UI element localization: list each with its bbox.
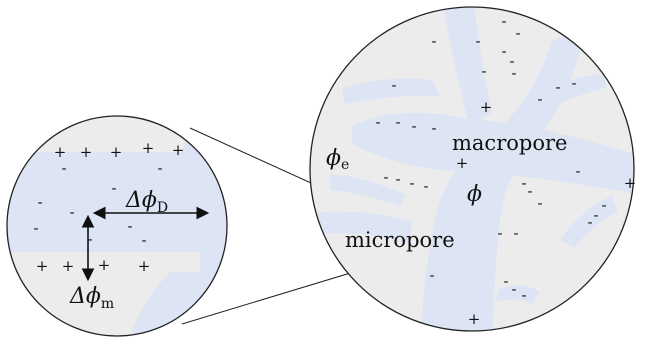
negative-charge-sign: - <box>33 219 38 237</box>
negative-charge-sign: - <box>503 272 508 290</box>
negative-charge-sign: - <box>521 174 526 192</box>
positive-charge-sign: + <box>142 139 155 157</box>
negative-charge-sign: - <box>509 52 514 70</box>
closeup-pore-region <box>7 118 227 336</box>
negative-charge-sign: - <box>601 196 606 214</box>
negative-charge-sign: - <box>395 170 400 188</box>
negative-charge-sign: - <box>515 24 520 42</box>
negative-charge-sign: - <box>395 113 400 131</box>
micropore-label: micropore <box>345 228 455 252</box>
pore-arm-right <box>560 196 618 248</box>
negative-charge-sign: - <box>411 117 416 135</box>
negative-charge-sign: - <box>481 62 486 80</box>
negative-charge-sign: - <box>497 224 502 242</box>
negative-charge-sign: - <box>37 193 42 211</box>
negative-charge-sign: - <box>501 12 506 30</box>
negative-charge-sign: - <box>423 177 428 195</box>
positive-charge-sign: + <box>468 310 481 328</box>
positive-charge-sign: + <box>456 154 469 172</box>
charge-signs: +++++++++++++---------------------------… <box>33 12 636 328</box>
micropore-closeup <box>6 115 228 337</box>
closeup-outline <box>6 115 228 337</box>
negative-charge-sign: - <box>111 179 116 197</box>
phi-e-label: ϕe <box>326 146 349 173</box>
positive-charge-sign: + <box>98 256 111 274</box>
positive-charge-sign: + <box>62 257 75 275</box>
negative-charge-sign: - <box>141 231 146 249</box>
positive-charge-sign: + <box>480 98 493 116</box>
macropore-label: macropore <box>452 131 567 155</box>
negative-charge-sign: - <box>431 119 436 137</box>
negative-charge-sign: - <box>409 174 414 192</box>
negative-charge-sign: - <box>521 286 526 304</box>
negative-charge-sign: - <box>511 64 516 82</box>
negative-charge-sign: - <box>511 280 516 298</box>
negative-charge-sign: - <box>593 206 598 224</box>
positive-charge-sign: + <box>172 141 185 159</box>
negative-charge-sign: - <box>587 213 592 231</box>
negative-charge-sign: - <box>537 90 542 108</box>
negative-charge-sign: - <box>87 230 92 248</box>
phi-label: ϕ <box>467 182 482 207</box>
negative-charge-sign: - <box>127 217 132 235</box>
negative-charge-sign: - <box>429 266 434 284</box>
negative-charge-sign: - <box>391 76 396 94</box>
negative-charge-sign: - <box>375 113 380 131</box>
negative-charge-sign: - <box>555 78 560 96</box>
negative-charge-sign: - <box>501 42 506 60</box>
negative-charge-sign: - <box>571 74 576 92</box>
pore-arm-left-channel <box>330 174 406 206</box>
positive-charge-sign: + <box>624 174 637 192</box>
pore-arm-upper-right <box>526 74 606 116</box>
negative-charge-sign: - <box>431 32 436 50</box>
pore-macro-chamber <box>352 112 634 194</box>
negative-charge-sign: - <box>61 159 66 177</box>
structure-outline <box>309 6 635 332</box>
positive-charge-sign: + <box>110 143 123 161</box>
negative-charge-sign: - <box>575 162 580 180</box>
negative-charge-sign: - <box>537 194 542 212</box>
positive-charge-sign: + <box>138 257 151 275</box>
delta-phi-d-label: ΔϕD <box>125 188 168 216</box>
negative-charge-sign: - <box>475 32 480 50</box>
pore-arm-lower-left <box>314 211 412 244</box>
delta-phi-m-label: Δϕm <box>69 284 114 312</box>
pore-arm-lower-right <box>496 284 540 304</box>
negative-charge-sign: - <box>527 182 532 200</box>
negative-charge-sign: - <box>513 224 518 242</box>
pore-upper-branch <box>442 7 492 128</box>
positive-charge-sign: + <box>36 257 49 275</box>
positive-charge-sign: + <box>80 143 93 161</box>
macropore-structure <box>309 6 635 332</box>
negative-charge-sign: - <box>383 168 388 186</box>
negative-charge-sign: - <box>69 203 74 221</box>
negative-charge-sign: - <box>157 159 162 177</box>
pore-arm-upper-left <box>342 78 440 104</box>
positive-charge-sign: + <box>54 143 67 161</box>
